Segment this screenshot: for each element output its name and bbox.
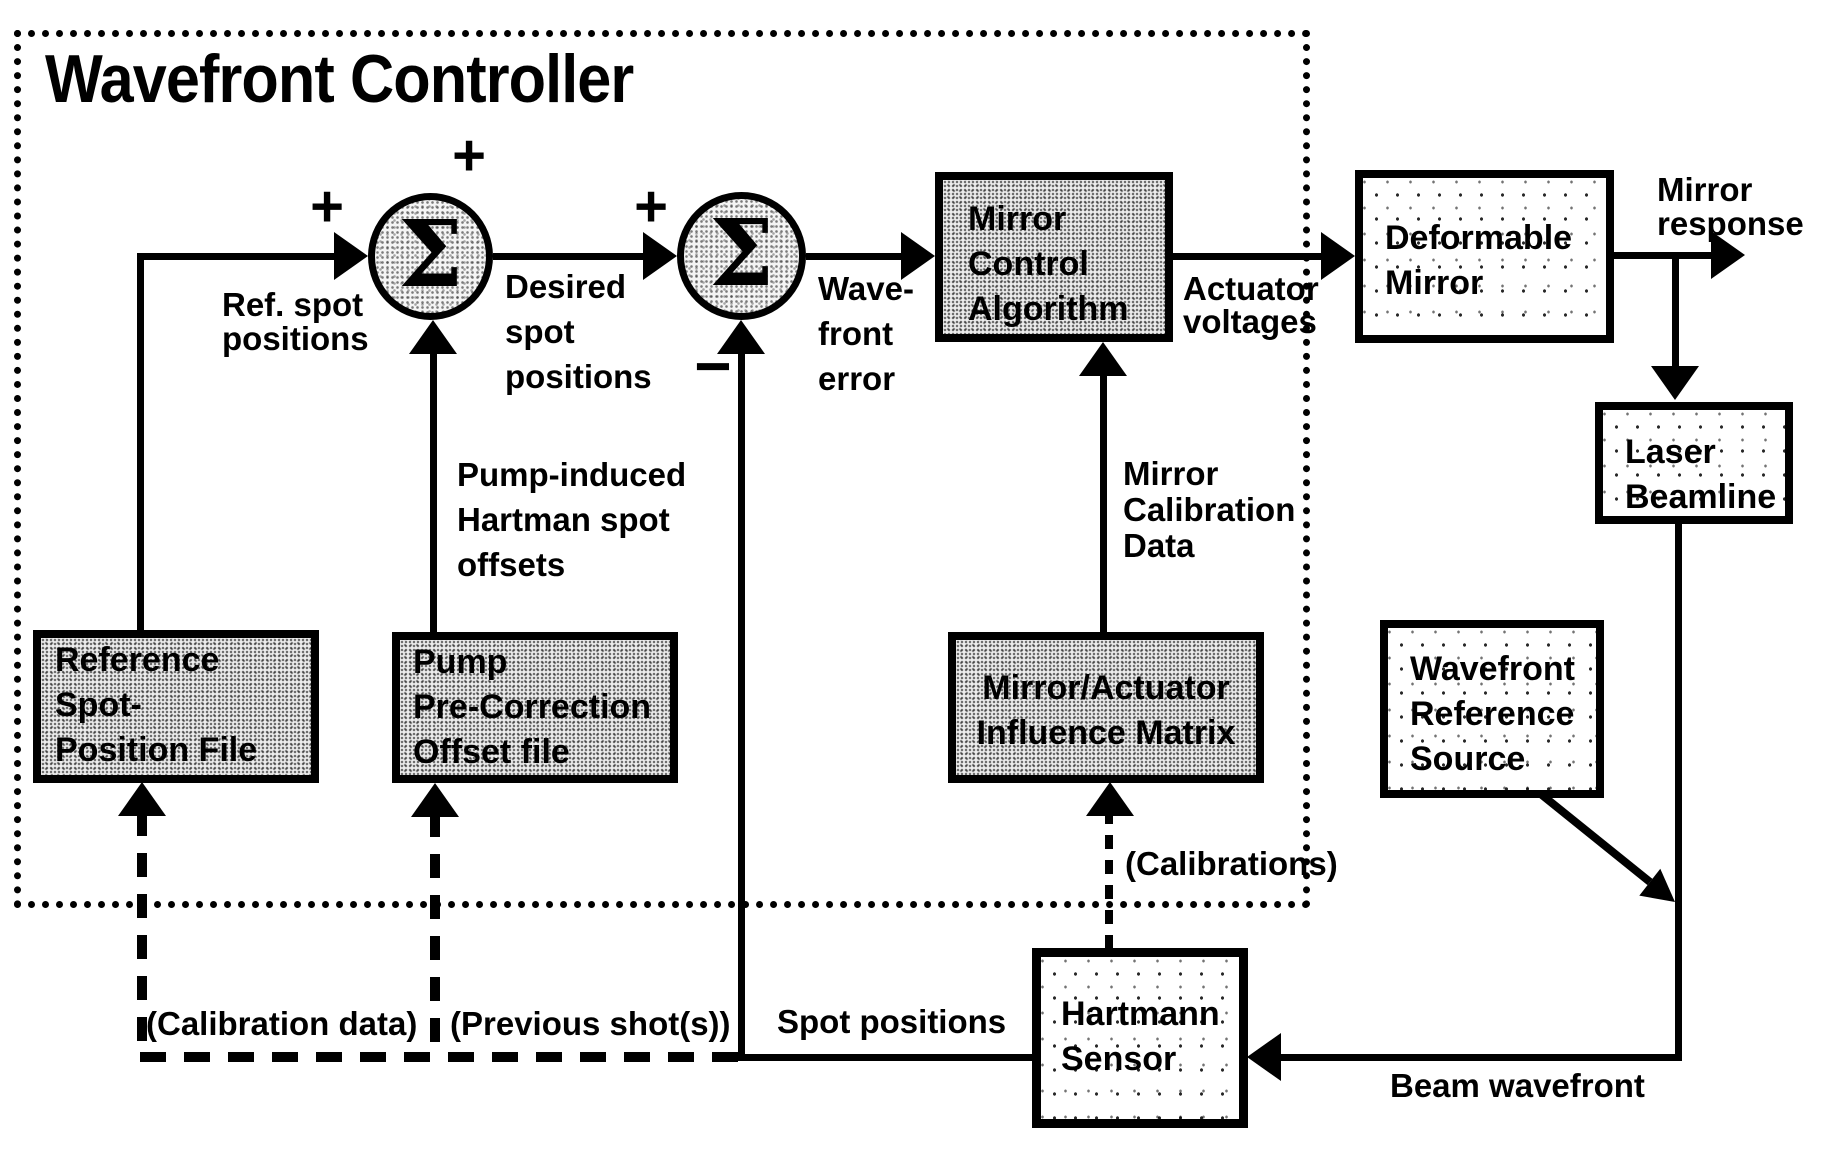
pump-induced-offsets-label: Pump-induced Hartman spot offsets [457,456,687,583]
wavefront-reference-arrow [1539,791,1675,902]
box-text-line: Reference [1410,695,1575,733]
arrowhead-mirror-response [1711,231,1745,279]
hartmann-sensor-box: Hartmann Sensor [1032,948,1248,1128]
arrowhead-into-sum2-bottom [717,320,765,354]
mirror-response-label: Mirror response [1657,171,1804,242]
arrowhead-into-sum1-bottom [409,320,457,354]
sigma-symbol: Σ [397,199,464,308]
plus-sign-sum1-left: + [310,174,344,239]
summing-junction-1: Σ [368,193,493,320]
summing-junction-2: Σ [677,192,806,320]
wavefront-error-line [806,253,903,260]
box-text-line: Hartmann [1061,995,1220,1033]
actuator-voltages-label: Actuator voltages [1183,270,1319,340]
box-text-line: Position File [55,731,258,769]
box-text-line: Deformable [1385,219,1573,257]
box-text-line: Control [968,245,1089,283]
box-text-line: Source [1410,740,1526,778]
wavefront-error-label: Wave- front error [818,270,914,397]
spot-positions-label: Spot positions [777,1003,1007,1040]
wavefront-reference-source-box: Wavefront Reference Source [1380,620,1604,798]
sigma-symbol: Σ [708,199,775,307]
mirror-actuator-influence-matrix-box: Mirror/Actuator Influence Matrix [948,632,1264,783]
wavefront-controller-boundary [14,30,1310,908]
mirror-calibration-data-label: Mirror Calibration Data [1123,455,1296,564]
box-text-line: Mirror [968,200,1067,238]
arrowhead-into-deformable-mirror [1321,232,1355,280]
beam-wavefront-line-vertical [1675,523,1682,1061]
beam-wavefront-line-horizontal [1277,1054,1682,1061]
mirror-response-line [1613,252,1713,259]
arrowhead-into-mirror-control-algorithm-bottom [1079,342,1127,376]
calibrations-dashed-line [1105,810,1113,948]
box-text-line: Beamline [1625,478,1777,516]
previous-shots-dashed-line-vertical [430,813,440,1052]
arrowhead-into-influence-matrix [1086,782,1134,816]
mirror-calibration-data-line [1100,370,1107,632]
previous-shots-label: (Previous shot(s)) [450,1005,731,1042]
previous-shot-dashed-line [140,1052,740,1062]
box-text-line: Pump [413,643,508,681]
box-text-line: Sensor [1061,1040,1177,1078]
box-text-line: Laser [1625,433,1716,471]
ref-spot-positions-label: Ref. spot positions [222,286,369,357]
laser-beamline-box: Laser Beamline [1595,402,1793,524]
arrowhead-into-laser-beamline [1651,366,1699,400]
box-text-line: Mirror/Actuator [982,669,1230,707]
pump-pre-correction-offset-file-box: Pump Pre-Correction Offset file [392,632,678,783]
box-text-line: Influence Matrix [976,714,1236,752]
calibration-data-label: (Calibration data) [146,1005,418,1042]
box-text-line: Offset file [413,733,570,771]
branch-to-laser-beamline-line [1672,252,1679,368]
spot-positions-line-horizontal [741,1054,1032,1061]
arrowhead-into-pump-offset-file [411,783,459,817]
beam-wavefront-label: Beam wavefront [1390,1067,1645,1104]
ref-spot-positions-line-horizontal [137,253,337,260]
plus-sign-sum1-top: + [452,123,486,188]
plus-sign-sum2-left: + [634,174,668,239]
spot-positions-feedback-line-vertical [738,350,745,1061]
reference-spot-position-file-box: Reference Spot- Position File [33,630,319,783]
calibrations-label: (Calibrations) [1125,845,1338,882]
arrowhead-into-sum2-left [643,232,677,280]
box-text-line: Pre-Correction [413,688,652,726]
box-text-line: Mirror [1385,264,1484,302]
calibration-data-dashed-line [137,812,147,1052]
actuator-voltages-line [1172,253,1323,260]
deformable-mirror-box: Deformable Mirror [1355,170,1614,343]
arrowhead-into-hartmann-sensor [1247,1033,1281,1081]
box-text-line: Algorithm [968,290,1129,328]
diagram-title: Wavefront Controller [45,41,634,117]
desired-spot-positions-label: Desired spot positions [505,268,652,395]
box-text-line: Wavefront [1410,650,1575,688]
arrowhead-into-mirror-control-algorithm [901,232,935,280]
minus-sign-sum2-bottom: − [694,330,732,402]
mirror-control-algorithm-box: Mirror Control Algorithm [935,172,1173,342]
arrowhead-into-reference-file [118,782,166,816]
box-text-line: Spot- [55,686,142,724]
ref-spot-positions-line-vertical [137,253,144,630]
pump-offsets-line [430,350,437,632]
arrowhead-into-sum1-left [334,232,368,280]
desired-spot-positions-line [493,253,645,260]
box-text-line: Reference [55,641,220,679]
